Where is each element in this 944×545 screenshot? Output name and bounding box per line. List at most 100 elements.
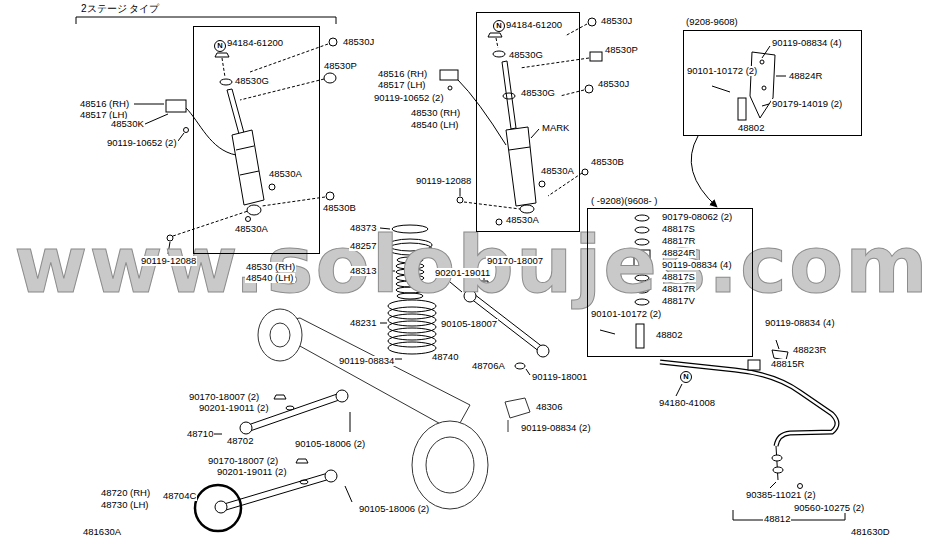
callout-number: 48540 (LH) [410,120,460,130]
callout-number: 48530G [508,50,544,60]
callout-number: 48817R [661,284,696,294]
frame-heading: ( -9208)(9608- ) [590,196,659,206]
upper-control-arm [336,390,348,402]
shock-absorber [440,18,602,225]
callout-number: 90101-10172 (2) [590,309,662,319]
lower-control-arm [345,486,352,502]
callout-number: 90560-10275 (2) [793,503,865,513]
shock-absorber [464,202,520,209]
axle-housing [426,437,474,493]
shock-absorber [134,104,164,105]
shock-absorber [326,192,334,200]
callout-number: 48373 [349,223,377,233]
callout-number: 48824R [788,71,823,81]
stabilizer-bar [772,455,782,461]
shock-absorber [448,86,452,90]
callout-number: 48540 (LH) [245,273,295,283]
axle-housing [258,309,302,361]
shock-absorber [496,38,498,48]
callout-number: 90119-10652 (2) [373,93,445,103]
callout-number: 90119-08834 [338,356,395,366]
callout-number: 90119-12088 [415,176,472,186]
shock-absorber [262,197,325,206]
callout-number: 48815R [770,359,805,369]
callout-number: 48231 [349,318,377,328]
callout-number: 48812 [763,514,791,524]
axle-housing [258,309,530,509]
bracket-inset-art [712,86,730,92]
callout-number: 90101-10172 (2) [686,66,758,76]
callout-number: 90201-19011 [434,268,491,278]
lateral-rod [515,363,525,369]
shock-absorber [582,169,588,175]
spring-assembly [388,307,436,319]
shock-absorber [440,70,458,80]
stabilizer-bar [776,340,779,349]
mark-letter: N [217,42,222,50]
shock-absorber [588,18,596,26]
callout-number: 90170-18007 (2) [207,456,279,466]
callout-number: 90179-14019 (2) [771,99,843,109]
axle-housing [412,421,488,509]
spring-assembly [388,335,436,347]
callout-number: 48530G [520,88,556,98]
callout-number: 94180-41008 [658,398,716,408]
mark-letter: N [683,373,688,381]
bracket-inset-art [762,46,770,58]
circled-mark: N [214,40,226,52]
callout-number: 48530P [604,45,639,55]
inset-arrow [691,136,717,207]
callout-number: 90119-08834 (2) [520,423,592,433]
callout-number: 48702 [226,436,254,446]
bracket-inset-art [762,104,769,106]
callout-number: 48530P [323,61,358,71]
shock-absorber [506,127,536,206]
upper-control-arm [286,406,294,410]
callout-number: 48530 (RH) [410,108,461,118]
shock-absorber [503,93,515,99]
shock-absorber [246,217,251,222]
figure-number: 481630D [850,527,891,537]
shock-absorber [493,51,505,57]
callout-number: 48706A [471,361,506,371]
shock-absorber [220,79,232,85]
bracket-inset-art [776,76,786,77]
bracket-inset-art [760,60,764,64]
shock-absorber [247,205,261,215]
spring-assembly [388,314,436,326]
callout-number: 48530J [600,16,633,26]
inset-frame: (9208-9608)90119-08834 (4)90101-10172 (2… [683,30,862,136]
callout-number: 48313 [349,266,377,276]
mark-letter: N [496,22,501,30]
callout-number: 48530 (RH) [245,262,296,272]
bracket-inset-art [636,324,644,348]
shock-absorber [166,100,186,112]
shock-absorber [145,114,168,124]
stabilizer-bar [748,360,760,370]
callout-number: 90179-08062 (2) [661,212,733,222]
callout-number: 94184-61200 [226,38,284,48]
spring-assembly [388,321,436,333]
shock-absorber [227,89,244,134]
shock-absorber [509,147,530,150]
callout-number: 90385-11021 (2) [745,490,817,500]
callout-number: 90105-18006 (2) [358,504,430,514]
shock-absorber [585,85,593,93]
shock-absorber [458,80,506,145]
shock-absorber [460,188,461,196]
callout-number: 48530A [234,224,269,234]
bracket-inset-art [600,330,615,334]
shock-absorber [560,90,584,96]
callout-number: 48720 (RH) [100,488,151,498]
shock-absorber [240,171,259,175]
callout-number: 94184-61200 [505,20,563,30]
callout-number: 48530A [505,215,540,225]
shock-absorber [269,184,275,190]
shock-absorber [222,58,225,77]
callout-number: 48517 (LH) [377,80,427,90]
callout-number: 48802 [655,330,683,340]
shock-absorber [457,197,463,203]
lateral-rod [395,359,402,360]
callout-number: 90119-12088 [140,256,197,266]
callout-number: 48730 (LH) [100,500,150,510]
